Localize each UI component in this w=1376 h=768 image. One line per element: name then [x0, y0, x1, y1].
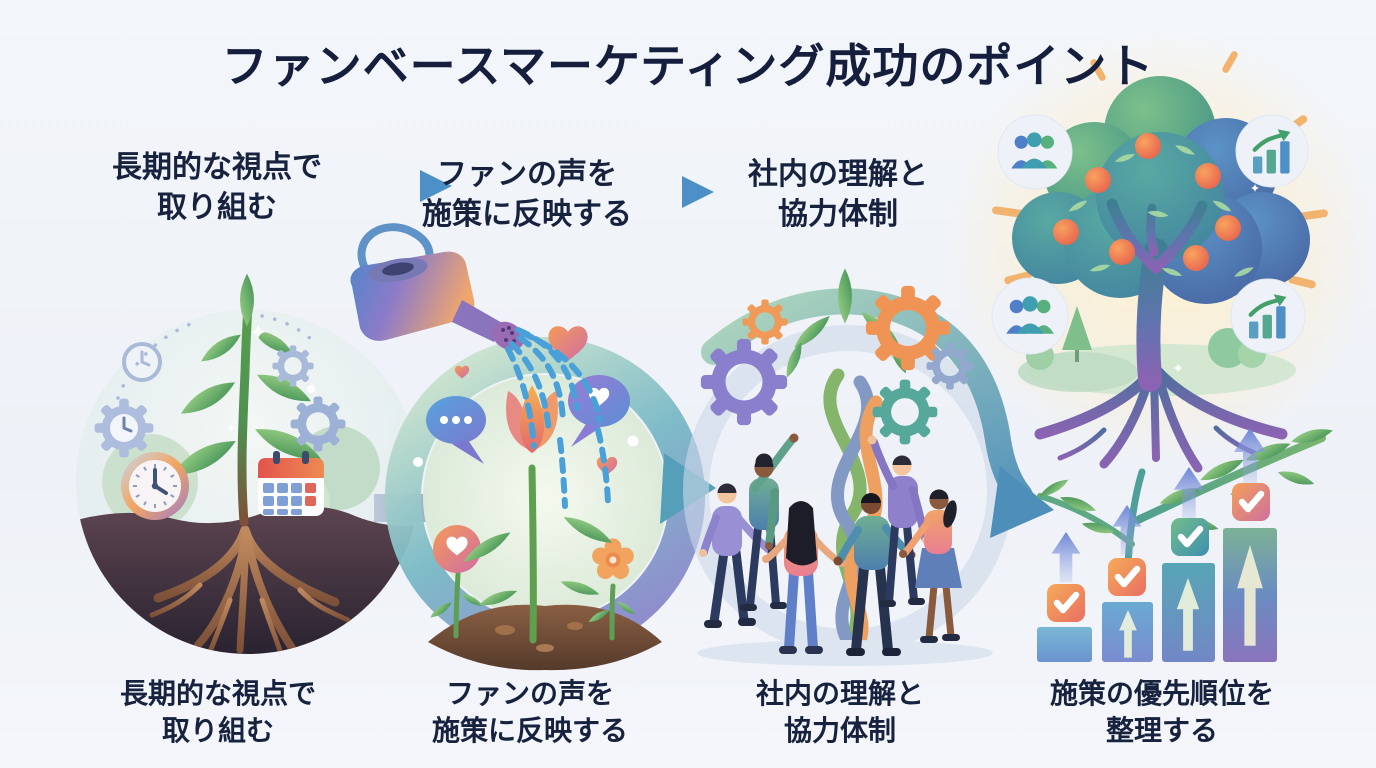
label-line: 施策に反映する	[431, 713, 629, 747]
label-line: 長期的な視点で	[119, 677, 317, 710]
stage3-illustration	[683, 268, 1054, 666]
clock-outline-icon	[122, 342, 162, 382]
stage4-illustration	[947, 30, 1376, 662]
dashed-arc-icon	[116, 320, 197, 400]
sweep-arrowhead-icon	[990, 466, 1054, 538]
up-arrow-icon	[1051, 532, 1081, 583]
people-group-badge-icon	[991, 277, 1069, 355]
daisy-flower-icon	[587, 538, 637, 641]
people-circle-icon	[699, 433, 962, 656]
label-line: 施策の優先順位を	[1049, 677, 1275, 710]
label-line: 取り組む	[157, 189, 277, 225]
check-badge-icon	[1047, 584, 1085, 622]
step3-bottom-label: 社内の理解と 協力体制	[756, 676, 924, 750]
step1-bottom-label: 長期的な視点で 取り組む	[120, 676, 316, 750]
watering-can-icon	[350, 223, 524, 351]
check-badge-icon	[1232, 483, 1270, 521]
label-line: 整理する	[1105, 713, 1219, 747]
person	[899, 489, 962, 643]
tree-trunk-icon	[1106, 198, 1208, 392]
water-stream-icon	[505, 327, 611, 509]
label-line: 協力体制	[778, 196, 898, 232]
speech-bubble-dots-icon	[426, 396, 486, 464]
step4-bottom-label: 施策の優先順位を 整理する	[1050, 676, 1274, 750]
roots-icon	[149, 525, 351, 654]
apple-icon	[1053, 133, 1241, 271]
ground-shadow	[697, 640, 993, 666]
step2-top-label: ファンの声を 施策に反映する	[422, 155, 632, 234]
soil-mound-icon	[428, 604, 662, 671]
tulip-icon	[460, 385, 616, 644]
sweep-arrow-icon	[701, 288, 1033, 509]
label-line: 協力体制	[783, 713, 897, 747]
clock-icon	[121, 452, 189, 520]
gear-icon	[873, 380, 938, 445]
flow-arrow-2	[640, 176, 714, 208]
label-line: ファンの声を	[437, 157, 617, 192]
label-line: 長期的な視点で	[112, 150, 322, 185]
person	[740, 433, 799, 611]
step2-bottom-label: ファンの声を 施策に反映する	[432, 676, 628, 750]
step1-top-label: 長期的な視点で 取り組む	[112, 148, 322, 227]
people-group-badge-icon	[997, 114, 1073, 190]
leaf-icon	[782, 268, 911, 380]
bar-chart-icon	[1037, 428, 1277, 662]
step3-top-label: 社内の理解と 協力体制	[748, 155, 928, 234]
calendar-icon	[258, 451, 324, 516]
dashed-arc-icon	[260, 314, 314, 342]
stage2-illustration	[350, 223, 716, 671]
label-line: 社内の理解と	[755, 677, 925, 710]
person	[867, 435, 930, 607]
growth-chart-badge-icon	[1230, 278, 1306, 354]
label-line: ファンの声を	[445, 677, 615, 710]
label-line: 取り組む	[161, 713, 275, 747]
label-line: 社内の理解と	[748, 157, 928, 192]
label-line: 施策に反映する	[422, 196, 632, 232]
page-title: ファンベースマーケティング成功のポイント	[221, 39, 1155, 93]
check-badge-icon	[1171, 518, 1209, 556]
check-badge-icon	[1108, 558, 1146, 596]
pine-tree-icon	[1062, 306, 1092, 362]
heart-flower-icon	[428, 525, 484, 639]
gear-clock-icon	[95, 399, 154, 458]
speech-bubble-heart-icon	[568, 375, 630, 447]
growth-chart-badge-icon	[1235, 114, 1309, 188]
flow-arrow-1	[338, 170, 452, 202]
sapling-roots-icon	[167, 273, 325, 527]
